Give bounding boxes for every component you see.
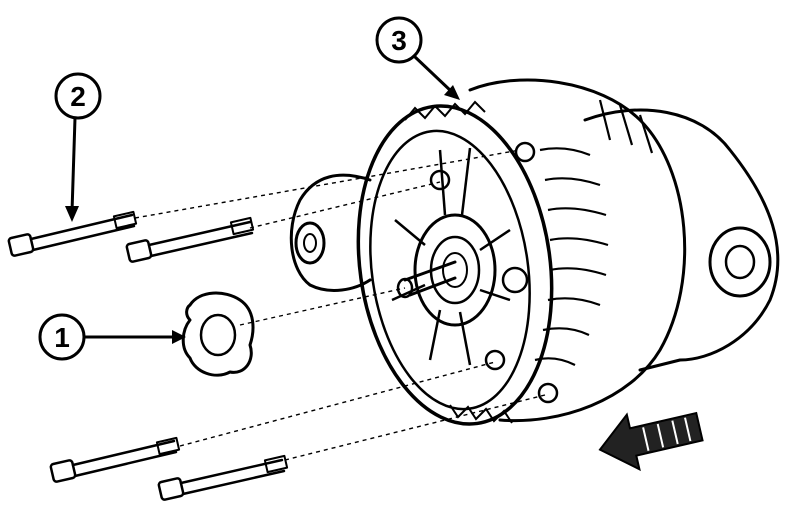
callout-3-leader	[412, 54, 454, 94]
callout-3: 3	[375, 16, 460, 100]
front-spokes	[391, 147, 511, 366]
alternator	[289, 78, 780, 426]
mounting-ear-left	[289, 173, 372, 292]
callout-1-arrowhead	[172, 330, 186, 344]
alignment-lines	[134, 149, 546, 461]
housing-bolt-bosses	[429, 141, 559, 404]
mounting-hole-left	[294, 221, 326, 265]
front-housing-inner	[369, 129, 531, 411]
body-ribs	[534, 99, 654, 366]
removal-direction-arrow	[598, 411, 704, 472]
rotor-shaft	[403, 260, 457, 297]
callout-2-leader	[70, 116, 77, 214]
callout-2-arrowhead	[65, 206, 79, 222]
alternator-body	[468, 78, 687, 423]
gasket-hole	[199, 313, 237, 357]
bolt	[7, 210, 289, 501]
front-housing-outer	[356, 104, 554, 426]
mounting-ear-right	[708, 226, 772, 298]
callout-2-circle	[54, 72, 102, 120]
bolt-upper-left	[7, 210, 138, 257]
bearing-inner-race	[442, 252, 468, 288]
callout-1: 1	[38, 313, 186, 361]
callout-3-circle	[375, 16, 423, 64]
bolt-lower-left	[49, 436, 181, 483]
bolt-lower-right	[157, 454, 289, 501]
shaft-end	[396, 277, 414, 299]
front-bearing	[429, 235, 481, 305]
callout-1-label: 1	[54, 322, 70, 353]
front-bearing-housing	[413, 213, 497, 327]
callout-3-arrowhead	[444, 85, 460, 100]
callout-3-label: 3	[391, 25, 407, 56]
mounting-hole-left-inner	[303, 233, 317, 253]
mounting-hole-right	[724, 244, 756, 280]
callout-2: 2	[54, 72, 102, 222]
cooling-fins	[404, 100, 513, 424]
bolt-upper-right	[125, 216, 255, 263]
callout-2-label: 2	[70, 81, 86, 112]
alternator-rear-housing	[583, 108, 780, 372]
gasket	[181, 291, 255, 377]
